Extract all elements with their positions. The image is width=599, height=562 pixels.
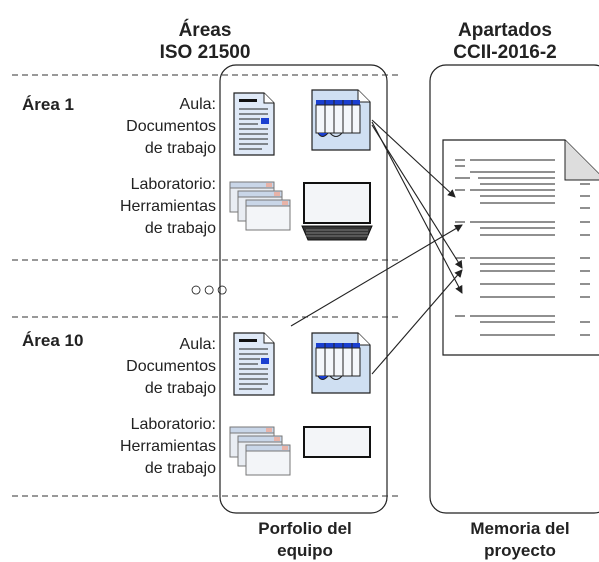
area-1-title: Área 1 [22, 95, 74, 114]
spreadsheet-icon [311, 332, 371, 394]
document-icon [233, 92, 275, 156]
portfolio-container [219, 64, 388, 514]
memoria-container [429, 64, 599, 514]
area-1-lab-label: Laboratorio: Herramientas de trabajo [119, 176, 216, 237]
windows-icon [229, 181, 291, 231]
column-title-areas: Áreas ISO 21500 [159, 20, 251, 63]
separators [12, 74, 400, 497]
document-icon [233, 332, 275, 396]
area-10-aula-label: Aula: Documentos de trabajo [126, 336, 216, 397]
caption-memoria: Memoria del proyecto [470, 519, 570, 560]
laptop-icon [301, 182, 373, 241]
area-10-lab-label: Laboratorio: Herramientas de trabajo [119, 416, 216, 477]
ellipsis: ○○○ [190, 279, 230, 301]
column-title-apartados: Apartados CCII-2016-2 [453, 20, 557, 63]
area-10-title: Área 10 [22, 331, 84, 350]
mapping-arrows [290, 119, 463, 375]
monitor-icon [303, 426, 371, 458]
caption-portfolio: Porfolio del equipo [258, 519, 352, 560]
area-1-aula-label: Aula: Documentos de trabajo [126, 96, 216, 157]
spreadsheet-icon [311, 89, 371, 151]
memoria-document [442, 139, 599, 356]
windows-icon [229, 426, 291, 476]
